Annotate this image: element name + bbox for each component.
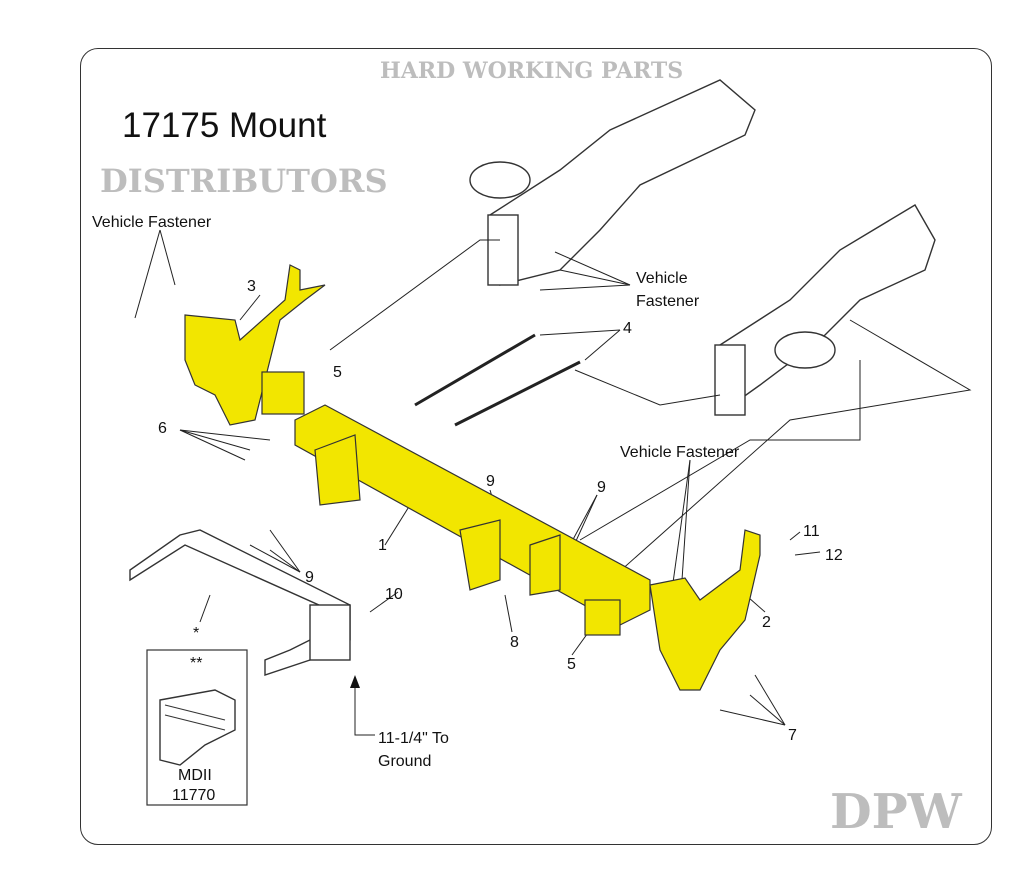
part-5-plate-right — [584, 599, 621, 636]
part-5-plate-left — [261, 371, 305, 415]
vehicle-fastener-label-top-1: Vehicle — [636, 270, 688, 287]
vehicle-fastener-label-left: Vehicle Fastener — [92, 214, 212, 231]
double-star-note: ** — [190, 655, 202, 672]
callout-9-b: 9 — [597, 479, 606, 496]
vehicle-fastener-label-top-2: Fastener — [636, 293, 700, 310]
single-star-note: * — [193, 625, 199, 642]
callout-6: 6 — [158, 420, 167, 437]
vehicle-frame-right-rail — [714, 204, 936, 416]
part-4-rods — [414, 333, 581, 427]
mdii-inset: MDII 11770 — [146, 649, 248, 806]
watermark-middle: DPW — [830, 784, 963, 840]
page-title: 17175 Mount — [122, 106, 327, 145]
ground-clearance-label-2: Ground — [378, 753, 431, 770]
callout-12: 12 — [825, 547, 843, 564]
callout-7: 7 — [788, 727, 797, 744]
ground-clearance-label-1: 11-1/4" To — [378, 730, 449, 747]
part-3-left-bracket — [184, 264, 326, 426]
watermark-top: HARD WORKING PARTS — [380, 58, 683, 84]
callout-10: 10 — [385, 586, 403, 603]
callout-11: 11 — [803, 523, 820, 540]
part-1-crossbar — [294, 404, 651, 626]
part-2-right-bracket — [649, 529, 761, 691]
vehicle-fastener-label-right: Vehicle Fastener — [620, 444, 740, 461]
leader-lines — [134, 229, 972, 736]
inset-model: MDII — [178, 767, 212, 784]
watermark-bottom: DISTRIBUTORS — [100, 162, 388, 200]
callout-1: 1 — [378, 537, 387, 554]
callout-5-left: 5 — [333, 364, 342, 381]
callout-4: 4 — [623, 320, 632, 337]
vehicle-frame-left-rail — [469, 79, 756, 286]
callout-3: 3 — [247, 278, 256, 295]
callout-8: 8 — [510, 634, 519, 651]
watermark: HARD WORKING PARTS DPW DISTRIBUTORS — [100, 58, 963, 840]
callout-5-right: 5 — [567, 656, 576, 673]
callout-9-a: 9 — [486, 473, 495, 490]
callout-9-c: 9 — [305, 569, 314, 586]
receiver-frame — [129, 529, 351, 676]
arrow-up-icon — [350, 675, 360, 688]
callout-2: 2 — [762, 614, 771, 631]
inset-part-number: 11770 — [172, 787, 215, 804]
